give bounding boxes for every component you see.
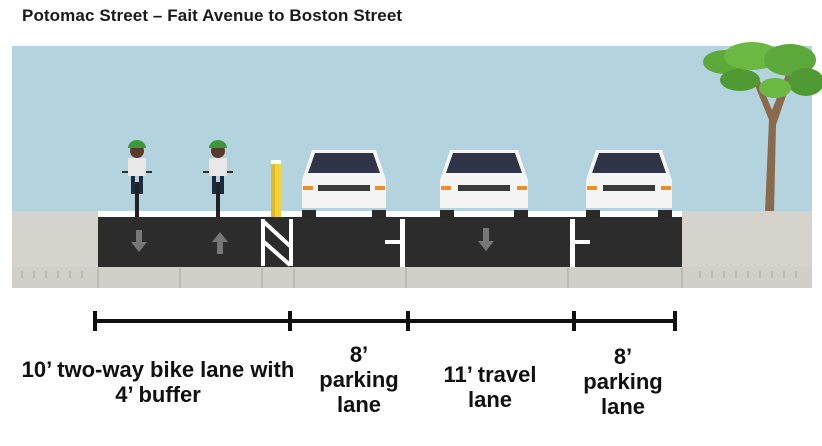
dimension-line [93, 311, 677, 331]
parking-lane-label: 8’ parking lane [318, 342, 400, 417]
buffer-hatch [261, 219, 293, 267]
sky-background [12, 46, 812, 211]
parking-lane-label-line: 8’ [349, 342, 369, 367]
page-title: Potomac Street – Fait Avenue to Boston S… [22, 6, 403, 25]
bike-lane-label-line: 10’ two-way bike lane with [21, 357, 295, 382]
travel-down-arrow-icon [478, 228, 494, 251]
up-arrow-icon [212, 232, 228, 254]
parking-marking-left [385, 219, 405, 267]
parking-lane-label-line: lane [600, 394, 646, 419]
cyclist-icon [122, 140, 152, 217]
parking-lane-label: 8’ parking lane [582, 344, 664, 419]
parking-lane-label-line: lane [336, 392, 382, 417]
parking-marking-right [570, 219, 590, 267]
travel-lane-label-line: lane [467, 387, 513, 412]
parking-lane-label-line: parking [583, 369, 663, 394]
bike-lane-label: 10’ two-way bike lane with 4’ buffer [0, 357, 316, 407]
travel-lane-label-line: 11’ travel [443, 362, 537, 387]
curb-band [12, 267, 812, 288]
car-icon [440, 150, 528, 219]
bollard-icon [271, 160, 281, 217]
parking-lane-label-line: 8’ [613, 344, 633, 369]
curb-ticks [21, 268, 797, 288]
travel-lane-label: 11’ travel lane [420, 362, 560, 412]
car-icon [302, 150, 386, 219]
cyclist-icon [203, 140, 233, 217]
car-icon [586, 150, 672, 219]
bike-lane-label-line: 4’ buffer [115, 382, 201, 407]
tree-icon [703, 42, 822, 212]
parking-lane-label-line: parking [319, 367, 399, 392]
down-arrow-icon [131, 230, 147, 252]
